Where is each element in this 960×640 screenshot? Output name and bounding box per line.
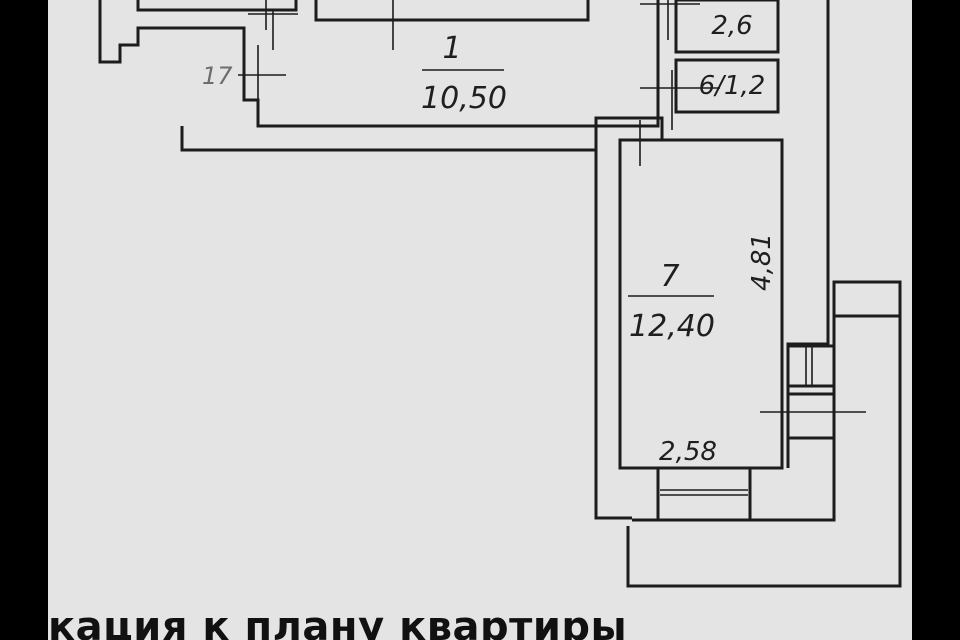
wall-top-left bbox=[98, 0, 598, 128]
room-1-number: 1 bbox=[442, 31, 461, 66]
dimension-left-edge: 17 bbox=[202, 62, 233, 90]
room-1-wall bbox=[258, 0, 660, 128]
window-frame bbox=[786, 344, 836, 388]
floor-plan-sheet: 1 10,50 7 12,40 2,6 6/1,2 17 4,81 2,58 к… bbox=[48, 0, 912, 640]
room-7-number: 7 bbox=[660, 259, 679, 294]
caption-text: кация к плану квартиры bbox=[48, 604, 628, 640]
dimension-room-7-height: 4,81 bbox=[747, 233, 777, 291]
room-2-6-label: 2,6 bbox=[711, 11, 752, 41]
room-7-area: 12,40 bbox=[629, 309, 715, 344]
floor-plan-drawing: 1 10,50 7 12,40 2,6 6/1,2 17 4,81 2,58 bbox=[98, 0, 902, 588]
window-frame bbox=[786, 392, 836, 440]
room-2-6 bbox=[674, 0, 780, 54]
room-6 bbox=[674, 58, 780, 114]
wall-top-strip bbox=[136, 0, 298, 12]
corridor-outer-wall bbox=[180, 126, 632, 520]
door-frame bbox=[656, 466, 752, 522]
room-7 bbox=[618, 138, 784, 470]
balcony-block bbox=[832, 280, 902, 318]
room-6-label: 6/1,2 bbox=[699, 71, 766, 101]
outer-wall-right bbox=[786, 0, 830, 468]
room-7-outer bbox=[594, 116, 664, 150]
wall-top-cabinet bbox=[314, 0, 590, 22]
room-1-area: 10,50 bbox=[421, 81, 507, 116]
balcony-outer-wall bbox=[626, 316, 902, 588]
dimension-room-7-width: 2,58 bbox=[659, 437, 717, 467]
